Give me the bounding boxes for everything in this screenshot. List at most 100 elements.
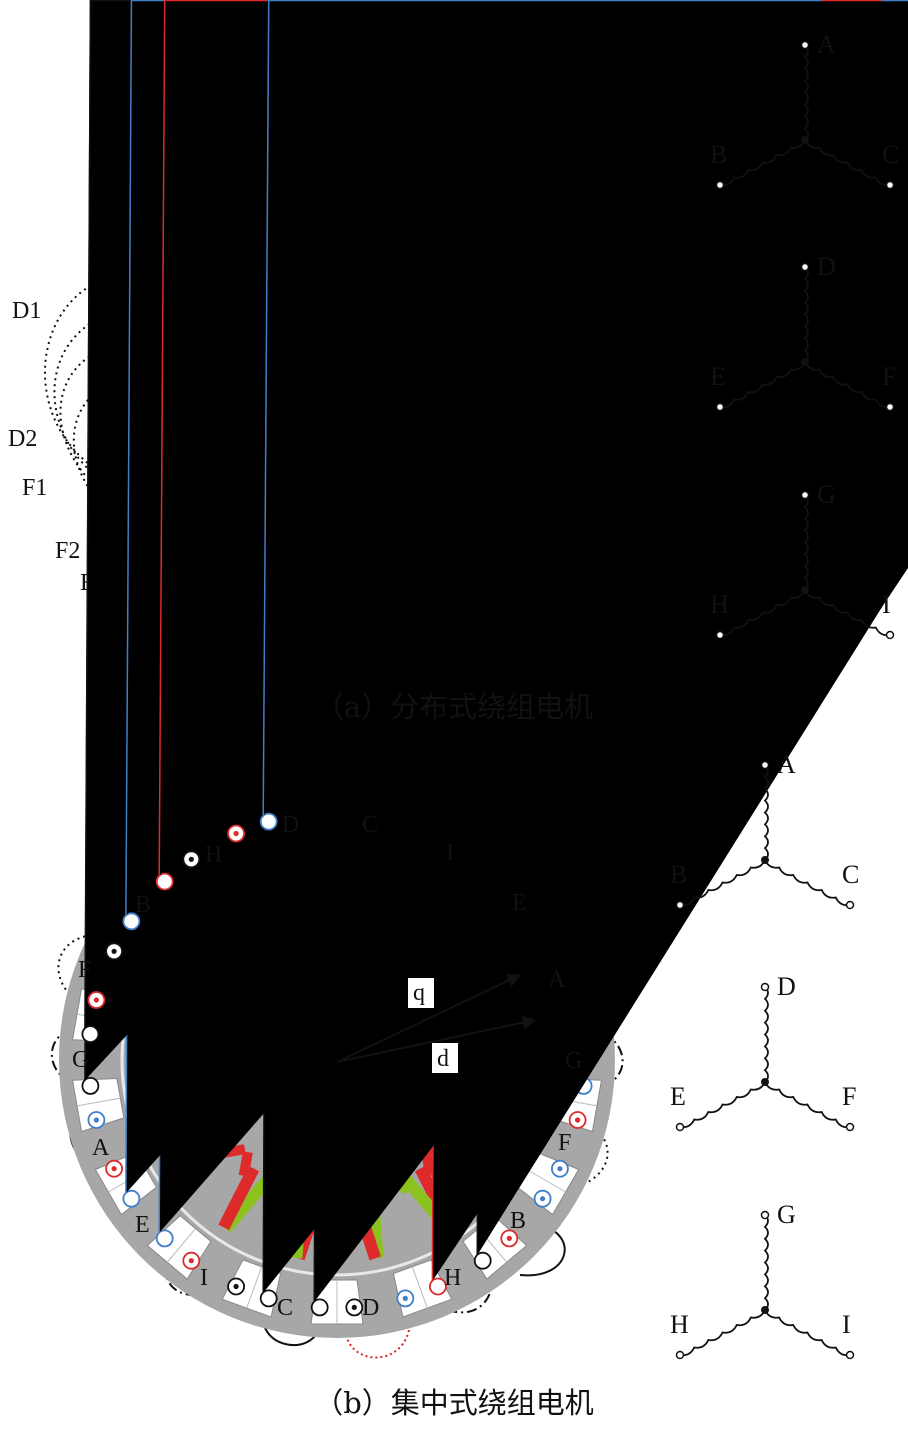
conductor-cross (262, 0, 822, 817)
conductor-dot-icon (105, 1159, 123, 1178)
winding-top (763, 764, 769, 861)
conductor-ring (122, 1189, 141, 1208)
winding-left (679, 859, 766, 907)
conductor-dot-icon (345, 1298, 364, 1317)
d-axis-label-b: d (437, 1046, 449, 1072)
terminal-icon (675, 1350, 685, 1360)
conductor-dot (188, 1258, 194, 1264)
caption-a: （a）分布式绕组电机 (314, 690, 594, 724)
terminal-label-left: E (670, 1082, 686, 1111)
terminal-label-right: C (842, 860, 859, 889)
conductor-dot-icon (396, 1289, 415, 1308)
neutral-point (761, 856, 769, 864)
conductor-ring (155, 1229, 174, 1248)
slot-divider (166, 1228, 196, 1263)
winding-top (803, 44, 809, 141)
terminal-icon (760, 760, 770, 770)
conductor-ring (122, 912, 141, 931)
conductor-dot-icon (87, 991, 106, 1009)
terminal-label-left: B (710, 140, 727, 169)
coil-label-b-d-top: D (282, 812, 299, 838)
terminal-icon (845, 1122, 855, 1132)
conductor-ring (81, 1025, 100, 1043)
terminal-label-top: D (777, 972, 796, 1001)
star-connection-4: A B C (670, 750, 859, 910)
neutral-point (801, 358, 809, 366)
conductors-b (81, 0, 908, 1317)
conductor-dot-icon (87, 1111, 106, 1129)
winding-left (719, 361, 806, 409)
terminal-label-right: I (882, 590, 891, 619)
coil-label-d2: D2 (8, 426, 37, 452)
conductor-dot (575, 1117, 581, 1123)
star-connection-6: G H I (670, 1200, 855, 1360)
terminal-icon (715, 630, 725, 640)
permanent-magnet (238, 1151, 253, 1177)
slot-divider (411, 1266, 428, 1309)
coil-label-b-e-left: E (135, 1212, 150, 1238)
conductor-ring (259, 812, 278, 831)
winding-right (804, 139, 891, 187)
coil-label-b-i-top: I (446, 840, 454, 866)
panel-b: q d D C H I B E F A G G A F E B I H C D (50, 0, 908, 1359)
conductor-dot-icon (533, 1189, 552, 1208)
conductor-ring (155, 872, 174, 891)
conductor-dot (93, 997, 99, 1003)
conductor-dot-icon (551, 1159, 569, 1178)
conductor-dot (111, 1166, 117, 1172)
conductor-dot (557, 1166, 563, 1172)
terminal-label-top: D (817, 252, 836, 281)
dq-axes-b: q d (336, 974, 537, 1073)
slot-divider (527, 1169, 566, 1193)
terminal-label-top: G (817, 480, 836, 509)
terminal-label-left: B (670, 860, 687, 889)
conductor-dot (93, 1117, 99, 1123)
terminal-label-top: G (777, 1200, 796, 1229)
conductor-dot-icon (182, 850, 201, 869)
terminal-icon (760, 982, 770, 992)
terminal-icon (800, 262, 810, 272)
neutral-point (761, 1078, 769, 1086)
conductor-cross-icon (259, 0, 822, 831)
conductor-dot-icon (227, 824, 246, 843)
winding-left (679, 1081, 766, 1129)
terminal-icon (800, 40, 810, 50)
terminal-label-left: H (670, 1310, 689, 1339)
terminal-icon (885, 180, 895, 190)
terminal-label-top: A (817, 30, 836, 59)
terminal-icon (675, 900, 685, 910)
conductor-dot (233, 830, 239, 837)
star-connection-3: G H I (710, 480, 895, 640)
coil-label-b-c-top: C (362, 812, 378, 838)
conductor-dot (188, 856, 194, 862)
conductor-dot (233, 1283, 239, 1290)
coil-label-b-f-left: F (78, 957, 91, 983)
terminal-icon (715, 180, 725, 190)
caption-b: （b）集中式绕组电机 (314, 1386, 594, 1420)
conductor-dot-icon (500, 1229, 519, 1248)
terminal-label-top: A (777, 750, 796, 779)
terminal-label-right: F (882, 362, 896, 391)
winding-left (679, 1309, 766, 1357)
conductor-dot-icon (227, 1277, 246, 1296)
coil-label-b-h-bottom: H (444, 1265, 461, 1291)
winding-right (804, 361, 891, 409)
permanent-magnet (218, 1165, 260, 1231)
terminal-icon (800, 490, 810, 500)
coil-label-b-e-right: E (512, 890, 527, 916)
coil-label-b-b-top: B (135, 892, 151, 918)
coil-label-b-d-bottom: D (362, 1295, 379, 1321)
conductor-dot (540, 1196, 546, 1202)
neutral-point (801, 586, 809, 594)
coil-label-b-g-left: G (72, 1047, 89, 1073)
conductor-ring (259, 1289, 278, 1308)
terminal-label-right: I (842, 1310, 851, 1339)
winding-top (803, 266, 809, 363)
terminal-icon (885, 630, 895, 640)
terminal-label-left: H (710, 590, 729, 619)
conductor-dot (111, 948, 117, 954)
coil-label-b-a-right: A (548, 967, 566, 993)
winding-left (719, 589, 806, 637)
